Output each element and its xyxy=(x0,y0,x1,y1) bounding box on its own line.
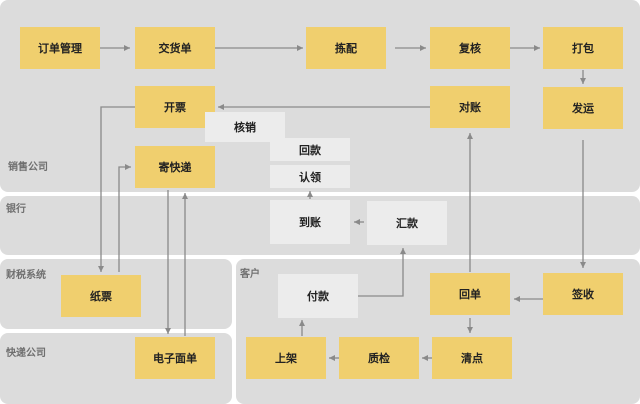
node-quality-check[interactable]: 质检 xyxy=(339,337,419,379)
node-recheck[interactable]: 复核 xyxy=(430,27,510,69)
arrow-paper-to-express xyxy=(118,164,131,272)
node-order-management[interactable]: 订单管理 xyxy=(20,27,100,69)
zone-label-bank: 银行 xyxy=(6,204,26,215)
node-invoicing[interactable]: 开票 xyxy=(135,86,215,128)
node-payment[interactable]: 付款 xyxy=(278,274,358,318)
arrow-payment-to-remittance xyxy=(358,248,406,297)
zone-label-express: 快递公司 xyxy=(6,348,46,359)
zone-label-sales: 销售公司 xyxy=(8,162,48,173)
node-write-off[interactable]: 核销 xyxy=(205,112,285,142)
zone-label-tax: 财税系统 xyxy=(6,270,46,281)
node-e-waybill[interactable]: 电子面单 xyxy=(135,337,215,379)
node-delivery-order[interactable]: 交货单 xyxy=(135,27,215,69)
node-picking[interactable]: 拣配 xyxy=(306,27,386,69)
node-receipt-return[interactable]: 回单 xyxy=(430,273,510,315)
node-reconcile[interactable]: 对账 xyxy=(430,86,510,128)
node-payment-return[interactable]: 回款 xyxy=(270,138,350,161)
node-packing[interactable]: 打包 xyxy=(543,27,623,69)
node-shelving[interactable]: 上架 xyxy=(246,337,326,379)
node-sign-receipt[interactable]: 签收 xyxy=(543,273,623,315)
node-arrival[interactable]: 到账 xyxy=(270,200,350,244)
node-paper-invoice[interactable]: 纸票 xyxy=(61,275,141,317)
node-remittance[interactable]: 汇款 xyxy=(367,201,447,245)
node-inventory-count[interactable]: 清点 xyxy=(432,337,512,379)
node-shipping[interactable]: 发运 xyxy=(543,87,623,129)
node-claim[interactable]: 认领 xyxy=(270,165,350,188)
zone-label-customer: 客户 xyxy=(240,269,260,280)
arrow-invoicing-to-paper xyxy=(98,106,135,272)
node-send-express[interactable]: 寄快递 xyxy=(135,146,215,188)
